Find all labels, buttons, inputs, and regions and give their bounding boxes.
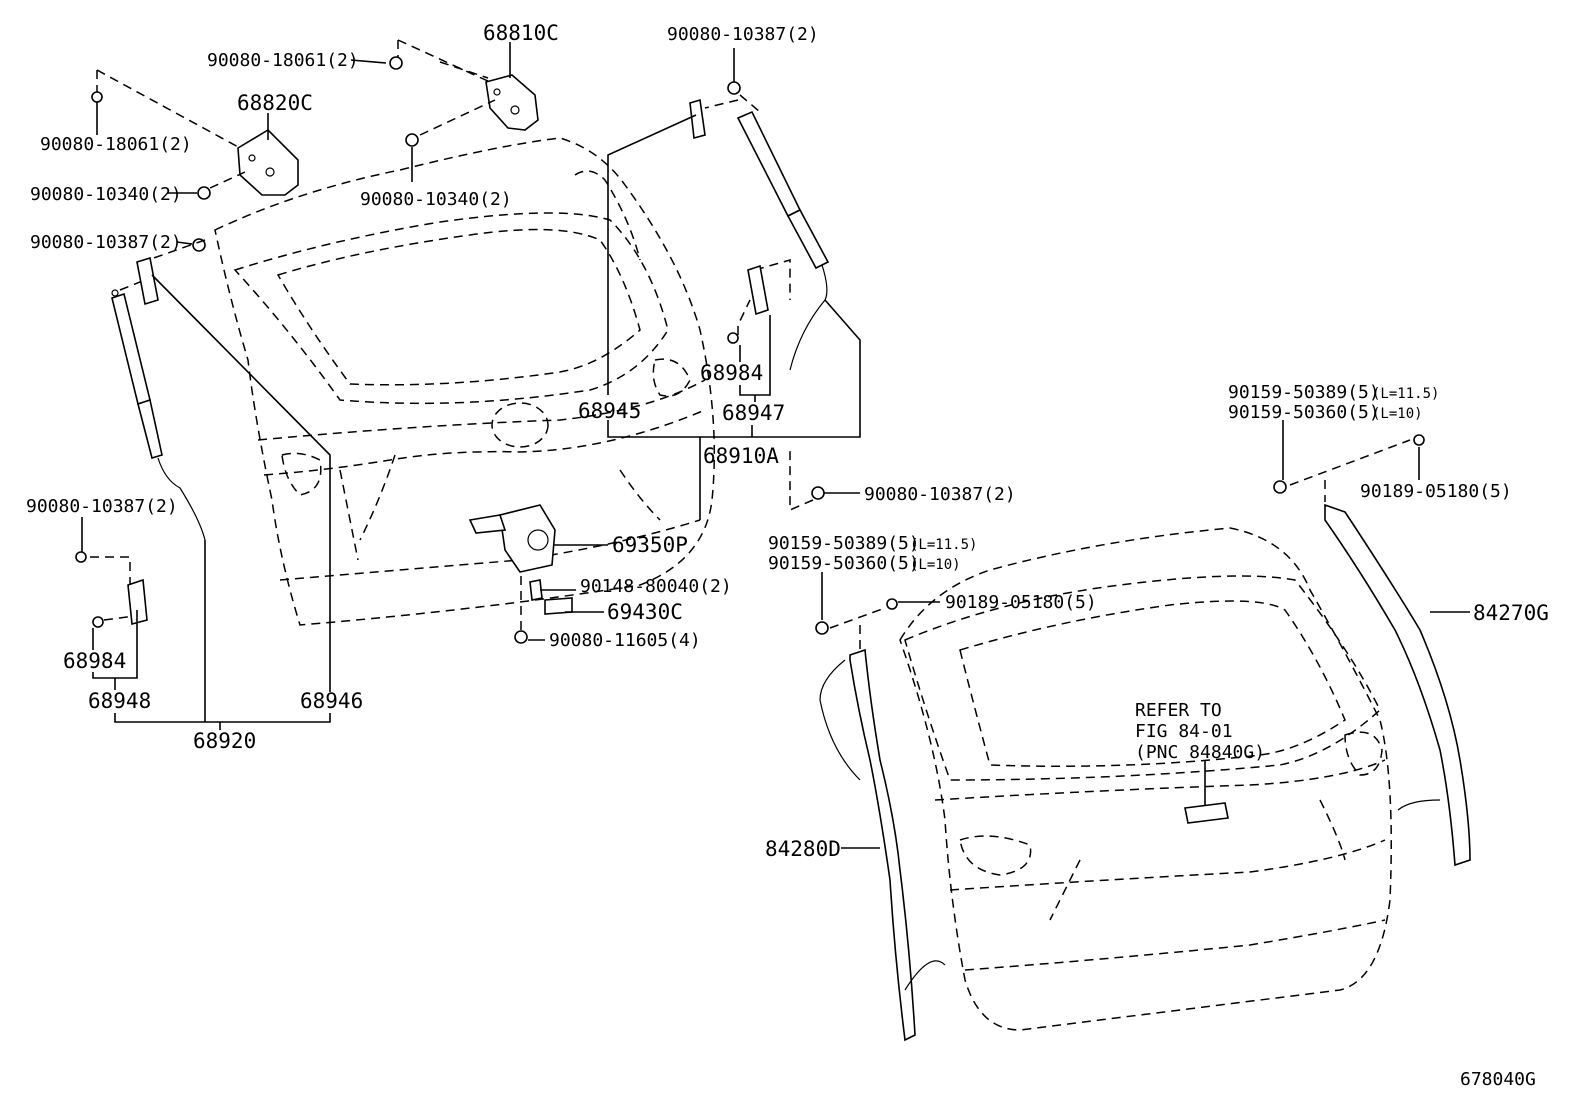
label-90159-50360-right: 90159-50360(5) — [1228, 402, 1380, 423]
refer-note-line-2: FIG 84-01 — [1135, 721, 1233, 742]
label-68910A: 68910A — [703, 444, 779, 468]
label-90080-18061-left: 90080-18061(2) — [40, 134, 192, 155]
label-90148-80040: 90148-80040(2) — [580, 576, 732, 597]
label-90080-18061-top: 90080-18061(2) — [207, 50, 359, 71]
label-68948: 68948 — [88, 689, 151, 713]
hinge-left — [237, 128, 299, 196]
label-90080-10340-left: 90080-10340(2) — [30, 184, 182, 205]
upper-back-door-outline — [214, 137, 716, 626]
label-50360-right-length: (L=10) — [1372, 406, 1423, 422]
label-90159-50389-right: 90159-50389(5) — [1228, 382, 1380, 403]
label-84280D: 84280D — [765, 837, 841, 861]
leader-lines-right — [821, 420, 1470, 849]
label-68945: 68945 — [578, 399, 641, 423]
lower-back-door-outline — [899, 527, 1392, 1031]
upper-connectors — [90, 39, 814, 621]
label-68984-right: 68984 — [700, 361, 763, 385]
label-68920: 68920 — [193, 729, 256, 753]
label-90080-10387-top: 90080-10387(2) — [667, 24, 819, 45]
label-90159-50360-mid: 90159-50360(5) — [768, 553, 920, 574]
label-69430C: 69430C — [607, 600, 683, 624]
strut-bracket-left — [127, 256, 159, 626]
wire-harness-84280D — [819, 607, 946, 1042]
label-84270G: 84270G — [1473, 601, 1549, 625]
refer-note-line-3: (PNC 84840G) — [1135, 742, 1265, 763]
label-90080-10340-mid: 90080-10340(2) — [360, 189, 512, 210]
label-50389-mid-length: (L=11.5) — [910, 537, 977, 553]
refer-note: REFER TO FIG 84-01 (PNC 84840G) — [1135, 700, 1265, 763]
label-50360-mid-length: (L=10) — [910, 557, 961, 573]
gas-strut-left — [111, 289, 206, 541]
bolt-icons — [75, 56, 1425, 644]
wire-harness-84270G — [1289, 439, 1471, 867]
gas-strut-right — [689, 98, 830, 371]
label-90080-10387-left: 90080-10387(2) — [30, 232, 182, 253]
door-lock-assy — [468, 504, 573, 630]
leader-lines-left — [81, 42, 861, 730]
label-90080-10387-lower: 90080-10387(2) — [26, 496, 178, 517]
label-90080-11605: 90080-11605(4) — [549, 630, 701, 651]
label-68984-left: 68984 — [63, 649, 126, 673]
label-68947: 68947 — [722, 401, 785, 425]
figure-id: 678040G — [1460, 1069, 1536, 1090]
label-90189-05180-mid: 90189-05180(5) — [945, 592, 1097, 613]
label-90189-05180-right: 90189-05180(5) — [1360, 481, 1512, 502]
label-69350P: 69350P — [612, 533, 688, 557]
license-lamp — [1184, 760, 1229, 824]
label-50389-right-length: (L=11.5) — [1372, 386, 1439, 402]
label-68946: 68946 — [300, 689, 363, 713]
label-90159-50389-mid: 90159-50389(5) — [768, 533, 920, 554]
refer-note-line-1: REFER TO — [1135, 700, 1222, 721]
label-68820C: 68820C — [237, 91, 313, 115]
hinge-right — [485, 74, 539, 131]
label-68810C: 68810C — [483, 21, 559, 45]
label-90080-10387-right: 90080-10387(2) — [864, 484, 1016, 505]
